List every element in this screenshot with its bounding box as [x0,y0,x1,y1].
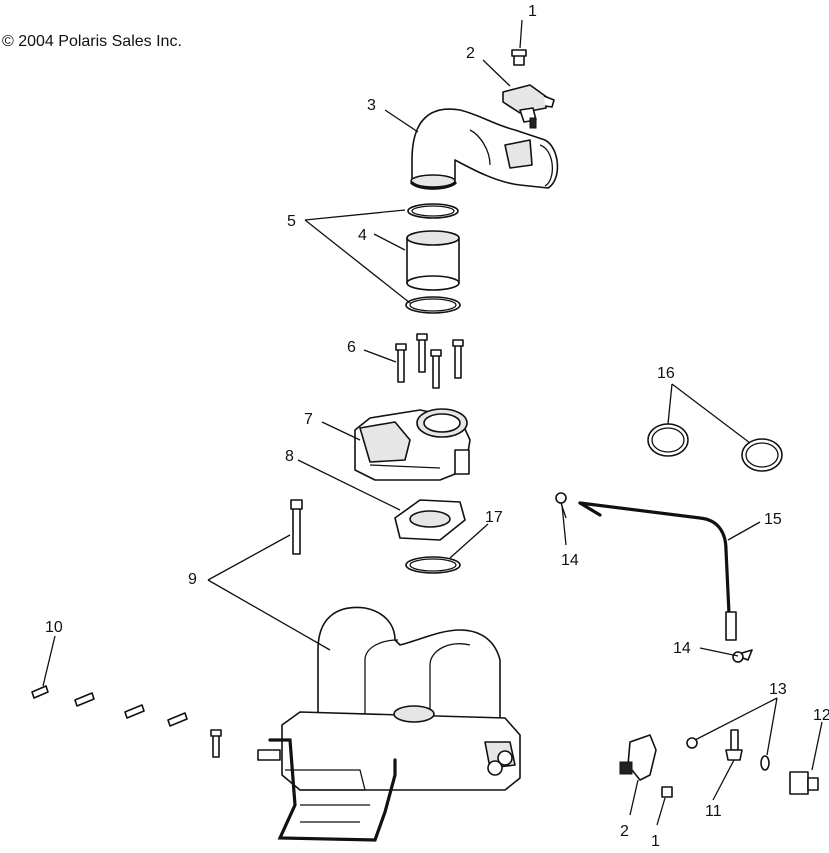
part-3-intake-elbow [410,108,559,190]
part-9-intake-manifold [257,606,521,842]
callout-1-bottom: 1 [651,833,660,848]
part-12-bolt [789,771,819,795]
callout-16: 16 [657,365,675,382]
callout-14-lower: 14 [673,640,691,657]
callout-4: 4 [358,227,367,244]
part-2-sensor-top [502,84,555,129]
part-10-bolts [31,685,222,758]
part-13-ring-right [760,755,770,771]
callout-8: 8 [285,448,294,465]
part-2-sensor-bottom [619,734,657,781]
callout-9: 9 [188,571,197,588]
callout-5: 5 [287,213,296,230]
copyright-notice: © 2004 Polaris Sales Inc. [2,33,182,50]
part-17-oring [405,556,461,574]
part-7-throttle-body [354,408,471,481]
part-5-oring-upper-inner [411,205,455,217]
callout-2-bottom: 2 [620,823,629,840]
leader-lines [42,19,823,826]
callout-2-top: 2 [466,45,475,62]
callout-15: 15 [764,511,782,528]
part-1-screw-bottom [661,786,673,798]
callout-6: 6 [347,339,356,356]
callout-17: 17 [485,509,503,526]
callout-1-top: 1 [528,3,537,20]
part-5-oring-lower-inner [409,298,457,312]
part-16-oring-left [647,423,689,457]
callout-14-upper: 14 [561,552,579,569]
part-14-clamp-lower [732,649,753,663]
part-9-long-bolt [290,499,303,555]
callout-3: 3 [367,97,376,114]
part-8-flange [394,499,466,541]
callout-11: 11 [705,803,722,820]
part-13-ring-left [686,737,698,749]
part-11-sensor [725,729,743,761]
part-5-oring-lower [405,296,461,314]
part-16-oring-right [741,438,783,472]
part-16-oring-left-inner [651,427,685,453]
callout-7: 7 [304,411,313,428]
part-17-oring-inner [409,558,457,572]
part-1-screw-top [511,49,527,66]
callout-13: 13 [769,681,787,698]
part-14-clamp-upper [555,492,567,519]
part-16-oring-right-inner [745,442,779,468]
part-15-vent-hose [578,501,737,641]
callout-12: 12 [813,707,829,724]
part-6-bolts [395,333,464,389]
callout-10: 10 [45,619,63,636]
part-4-sleeve [406,230,460,291]
